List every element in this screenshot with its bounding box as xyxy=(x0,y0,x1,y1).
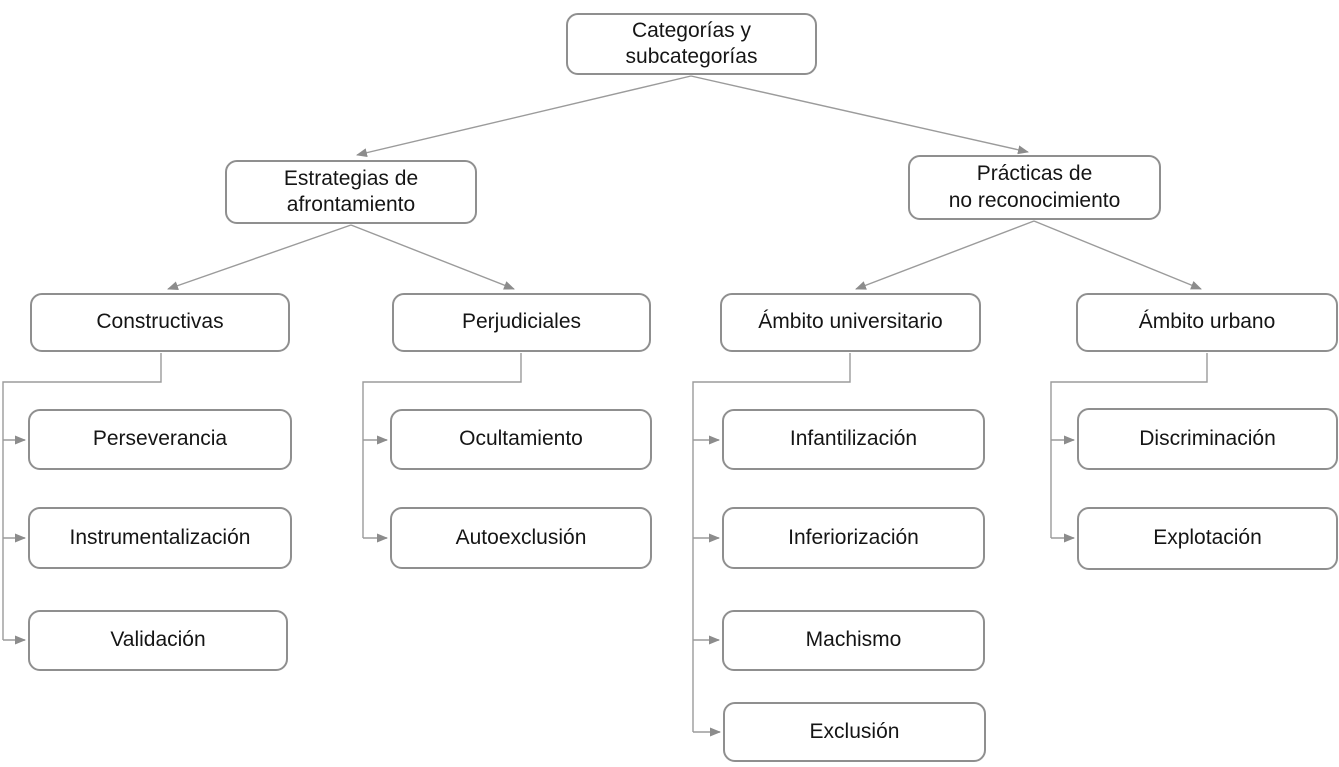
rail-universitario xyxy=(692,353,851,732)
node-infantilizacion: Infantilización xyxy=(722,409,985,470)
edge-practicas-urbano xyxy=(1033,220,1202,290)
node-estrategias-afrontamiento: Estrategias de afrontamiento xyxy=(225,160,477,224)
node-inferiorizacion: Inferiorización xyxy=(722,507,985,569)
node-constructivas: Constructivas xyxy=(30,293,290,352)
node-ocultamiento: Ocultamiento xyxy=(390,409,652,470)
rail-constructivas xyxy=(2,353,162,640)
node-categorias-subcategorias: Categorías y subcategorías xyxy=(566,13,817,75)
edge-practicas-universitario xyxy=(855,220,1035,290)
rail-urbano xyxy=(1050,353,1208,538)
node-validacion: Validación xyxy=(28,610,288,671)
rail-perjudiciales xyxy=(362,353,522,538)
node-ambito-urbano: Ámbito urbano xyxy=(1076,293,1338,352)
node-perseverancia: Perseverancia xyxy=(28,409,292,470)
node-machismo: Machismo xyxy=(722,610,985,671)
node-discriminacion: Discriminación xyxy=(1077,408,1338,470)
node-explotacion: Explotación xyxy=(1077,507,1338,570)
edge-estrategias-constructivas xyxy=(167,224,352,290)
node-practicas-no-reconocimiento: Prácticas de no reconocimiento xyxy=(908,155,1161,220)
edge-root-estrategias xyxy=(356,75,692,158)
edge-root-practicas xyxy=(690,75,1029,155)
edge-estrategias-perjudiciales xyxy=(350,224,515,290)
node-ambito-universitario: Ámbito universitario xyxy=(720,293,981,352)
node-exclusion: Exclusión xyxy=(723,702,986,762)
node-instrumentalizacion: Instrumentalización xyxy=(28,507,292,569)
node-perjudiciales: Perjudiciales xyxy=(392,293,651,352)
node-autoexclusion: Autoexclusión xyxy=(390,507,652,569)
